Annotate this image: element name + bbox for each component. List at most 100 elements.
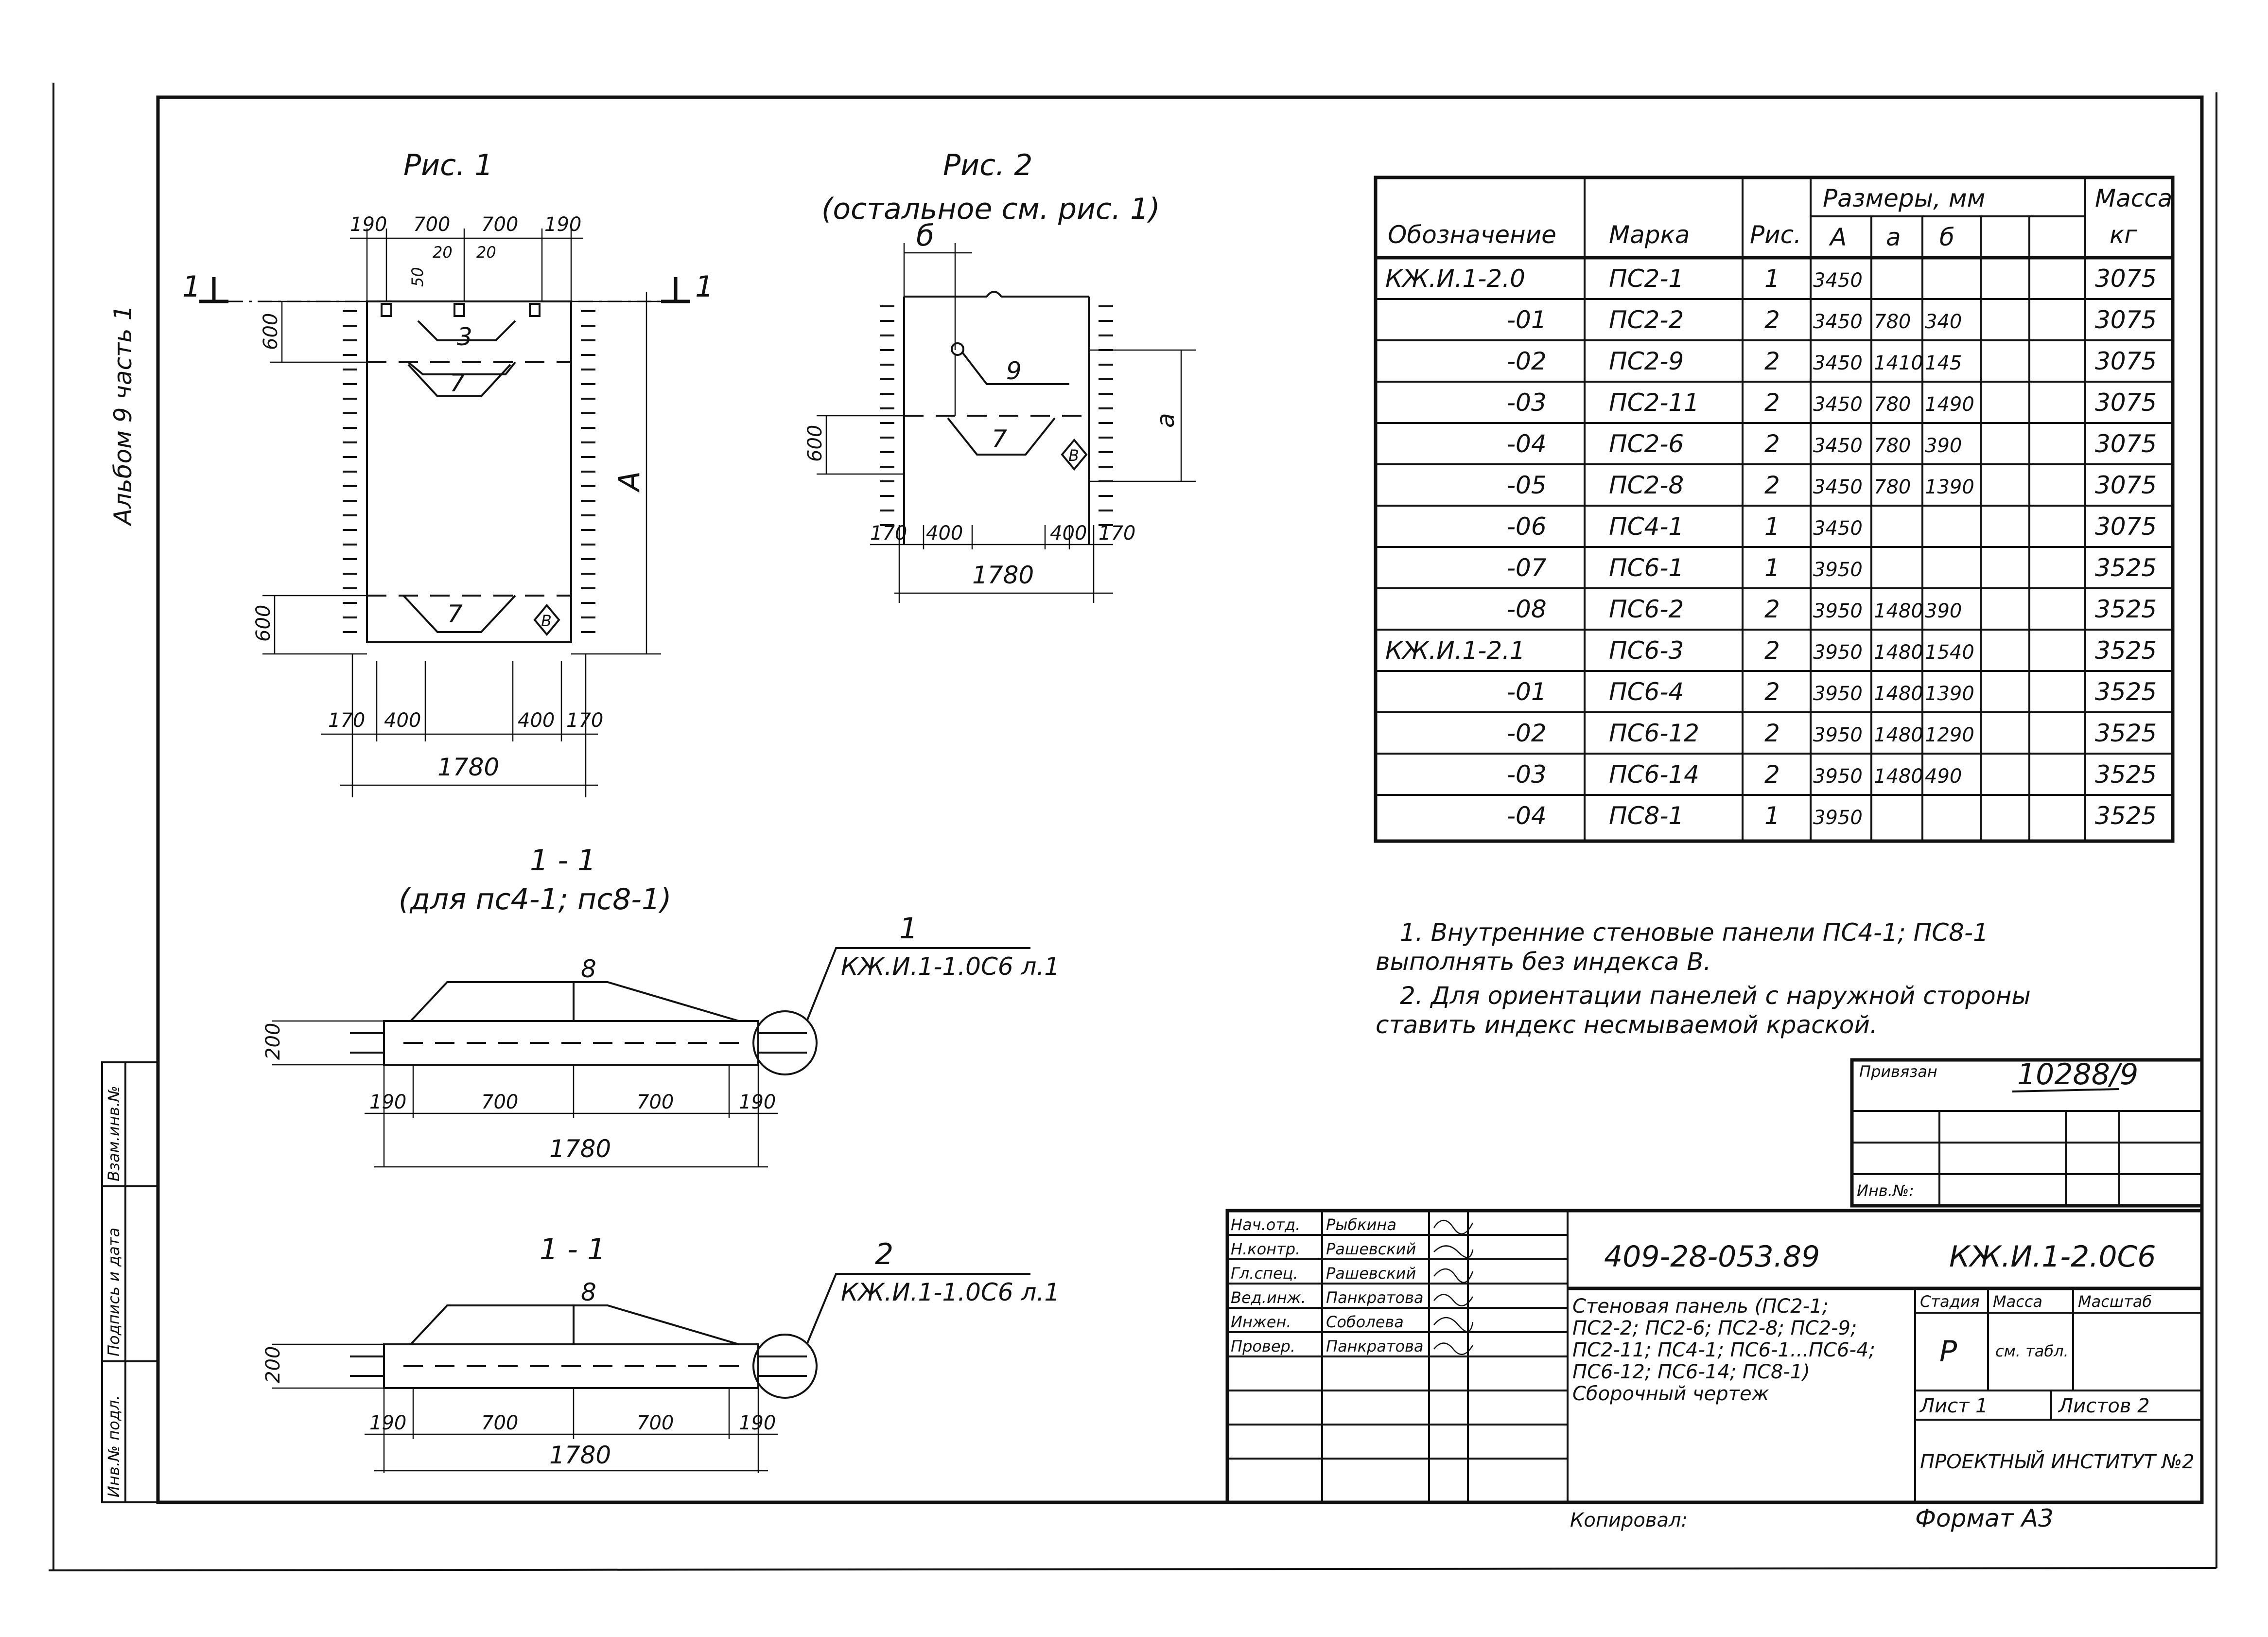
sec2-dim-700b: 700	[637, 1412, 674, 1434]
fig2-label-7: 7	[992, 425, 1007, 453]
sec2-dim-190a: 190	[369, 1412, 406, 1434]
row-A: 3950	[1813, 807, 1863, 829]
album-label: Альбом 9 часть 1	[109, 305, 137, 527]
row-fig: 1	[1764, 264, 1780, 293]
fig1-label-3: 3	[457, 323, 472, 351]
row-mark: ПС6-3	[1609, 636, 1684, 665]
name-1: Рашевский	[1326, 1240, 1416, 1258]
row-kg: 3075	[2095, 347, 2157, 375]
row-fig: 2	[1764, 636, 1780, 665]
spec-row: -08 ПС6-2 2 3950 1480 390 3525	[1507, 595, 2157, 623]
row-b: 1490	[1925, 393, 1974, 416]
row-kg: 3075	[2095, 306, 2157, 334]
row-b: 1390	[1925, 683, 1974, 705]
row-fig: 2	[1764, 388, 1780, 417]
row-A: 3450	[1813, 435, 1863, 457]
fig1-total: 1780	[437, 753, 499, 781]
row-A: 3950	[1813, 641, 1863, 664]
sheets-total: Листов 2	[2058, 1395, 2150, 1417]
spec-row: -02 ПС2-9 2 3450 1410 145 3075	[1507, 347, 2157, 375]
stage-value: Р	[1939, 1335, 1957, 1369]
row-b: 145	[1925, 352, 1962, 374]
row-b: 390	[1925, 600, 1962, 622]
stage-label: Стадия	[1920, 1292, 1980, 1311]
hdr-a: а	[1886, 223, 1901, 251]
fig1-sec-left: 1	[182, 270, 201, 304]
row-mark: ПС2-2	[1609, 306, 1684, 334]
sec1-dim-700a: 700	[481, 1091, 518, 1113]
sec2-label-v: 8	[581, 1278, 596, 1306]
fig2-loop	[951, 342, 964, 356]
row-kg: 3075	[2095, 430, 2157, 458]
hdr-mass-unit: кг	[2110, 221, 2137, 249]
sec2-callout-ref: КЖ.И.1-1.0С6 л.1	[841, 1278, 1060, 1306]
row-a: 1480	[1874, 724, 1923, 746]
row-a: 780	[1874, 476, 1911, 498]
fig1-dim-A: А	[612, 471, 646, 493]
left-stamp: Инв.№ подл. Подпись и дата Взам.инв.№	[101, 1061, 159, 1503]
role-5: Провер.	[1231, 1337, 1295, 1355]
row-mark: ПС4-1	[1609, 512, 1684, 541]
name-2: Рашевский	[1326, 1264, 1416, 1283]
fig1-left-ribs	[343, 310, 357, 633]
drawing-frame	[156, 95, 2204, 1504]
fig1-dim-190b: 190	[544, 213, 581, 236]
name-4: Соболева	[1326, 1313, 1404, 1331]
spec-row: -01 ПС6-4 2 3950 1480 1390 3525	[1507, 678, 2157, 706]
name-0: Рыбкина	[1326, 1215, 1396, 1234]
row-fig: 2	[1764, 760, 1780, 789]
row-designation: -04	[1507, 430, 1547, 458]
row-A: 3450	[1813, 311, 1863, 333]
fig2-label-9: 9	[1006, 357, 1022, 385]
row-fig: 2	[1764, 347, 1780, 375]
row-a: 780	[1874, 393, 1911, 416]
row-kg: 3525	[2095, 719, 2157, 747]
spec-row: КЖ.И.1-2.1 ПС6-3 2 3950 1480 1540 3525	[1385, 636, 2157, 665]
row-designation: -05	[1507, 471, 1547, 499]
mass-value: см. табл.	[1995, 1342, 2069, 1360]
row-a: 1480	[1874, 641, 1923, 664]
row-b: 490	[1925, 765, 1962, 788]
row-mark: ПС2-6	[1609, 430, 1684, 458]
row-designation: -01	[1507, 306, 1547, 334]
desc-line-0: Стеновая панель (ПС2-1;	[1572, 1295, 1829, 1318]
desc-line-2: ПС2-11; ПС4-1; ПС6-1...ПС6-4;	[1572, 1339, 1875, 1361]
row-kg: 3075	[2095, 388, 2157, 417]
row-designation: -02	[1507, 719, 1547, 747]
fig1-dim-600-top: 600	[260, 313, 282, 350]
row-mark: ПС6-4	[1609, 678, 1684, 706]
note-line-3: 2. Для ориентации панелей с наружной сто…	[1400, 982, 2031, 1010]
spec-row: -01 ПС2-2 2 3450 780 340 3075	[1507, 306, 2157, 334]
fig2-bdim-170a: 170	[870, 522, 907, 545]
stamp-replace: Взам.инв.№	[105, 1086, 123, 1181]
row-A: 3950	[1813, 600, 1863, 622]
fig1-dim-20b: 20	[476, 243, 496, 262]
sec1-callout-num: 1	[899, 912, 918, 946]
row-kg: 3075	[2095, 471, 2157, 499]
row-kg: 3525	[2095, 678, 2157, 706]
sec1-total: 1780	[549, 1135, 611, 1163]
spec-row: -03 ПС6-14 2 3950 1480 490 3525	[1507, 760, 2157, 789]
row-kg: 3525	[2095, 636, 2157, 665]
sec2-title: 1 - 1	[540, 1232, 606, 1267]
note-line-2: выполнять без индекса В.	[1376, 948, 1711, 976]
row-kg: 3075	[2095, 512, 2157, 541]
row-A: 3450	[1813, 476, 1863, 498]
role-2: Гл.спец.	[1231, 1264, 1298, 1283]
figure-1: Рис. 1 190 700 700 190 20 20 50 1 1 3	[182, 148, 714, 797]
row-A: 3450	[1813, 393, 1863, 416]
note-line-1: 1. Внутренние стеновые панели ПС4-1; ПС8…	[1400, 918, 1989, 947]
row-kg: 3525	[2095, 760, 2157, 789]
name-5: Панкратова	[1326, 1337, 1424, 1355]
sec1-height: 200	[262, 1023, 284, 1060]
row-fig: 2	[1764, 306, 1780, 334]
role-1: Н.контр.	[1231, 1240, 1300, 1258]
sec2-total: 1780	[549, 1441, 611, 1469]
row-A: 3450	[1813, 352, 1863, 374]
row-designation: -07	[1507, 554, 1547, 582]
doc-code: КЖ.И.1-2.0С6	[1949, 1240, 2156, 1274]
fig1-bdim-170a: 170	[328, 709, 365, 732]
row-kg: 3075	[2095, 264, 2157, 293]
fig2-index-mark: В	[1068, 446, 1079, 465]
fig1-dim-600-bottom: 600	[252, 605, 275, 642]
